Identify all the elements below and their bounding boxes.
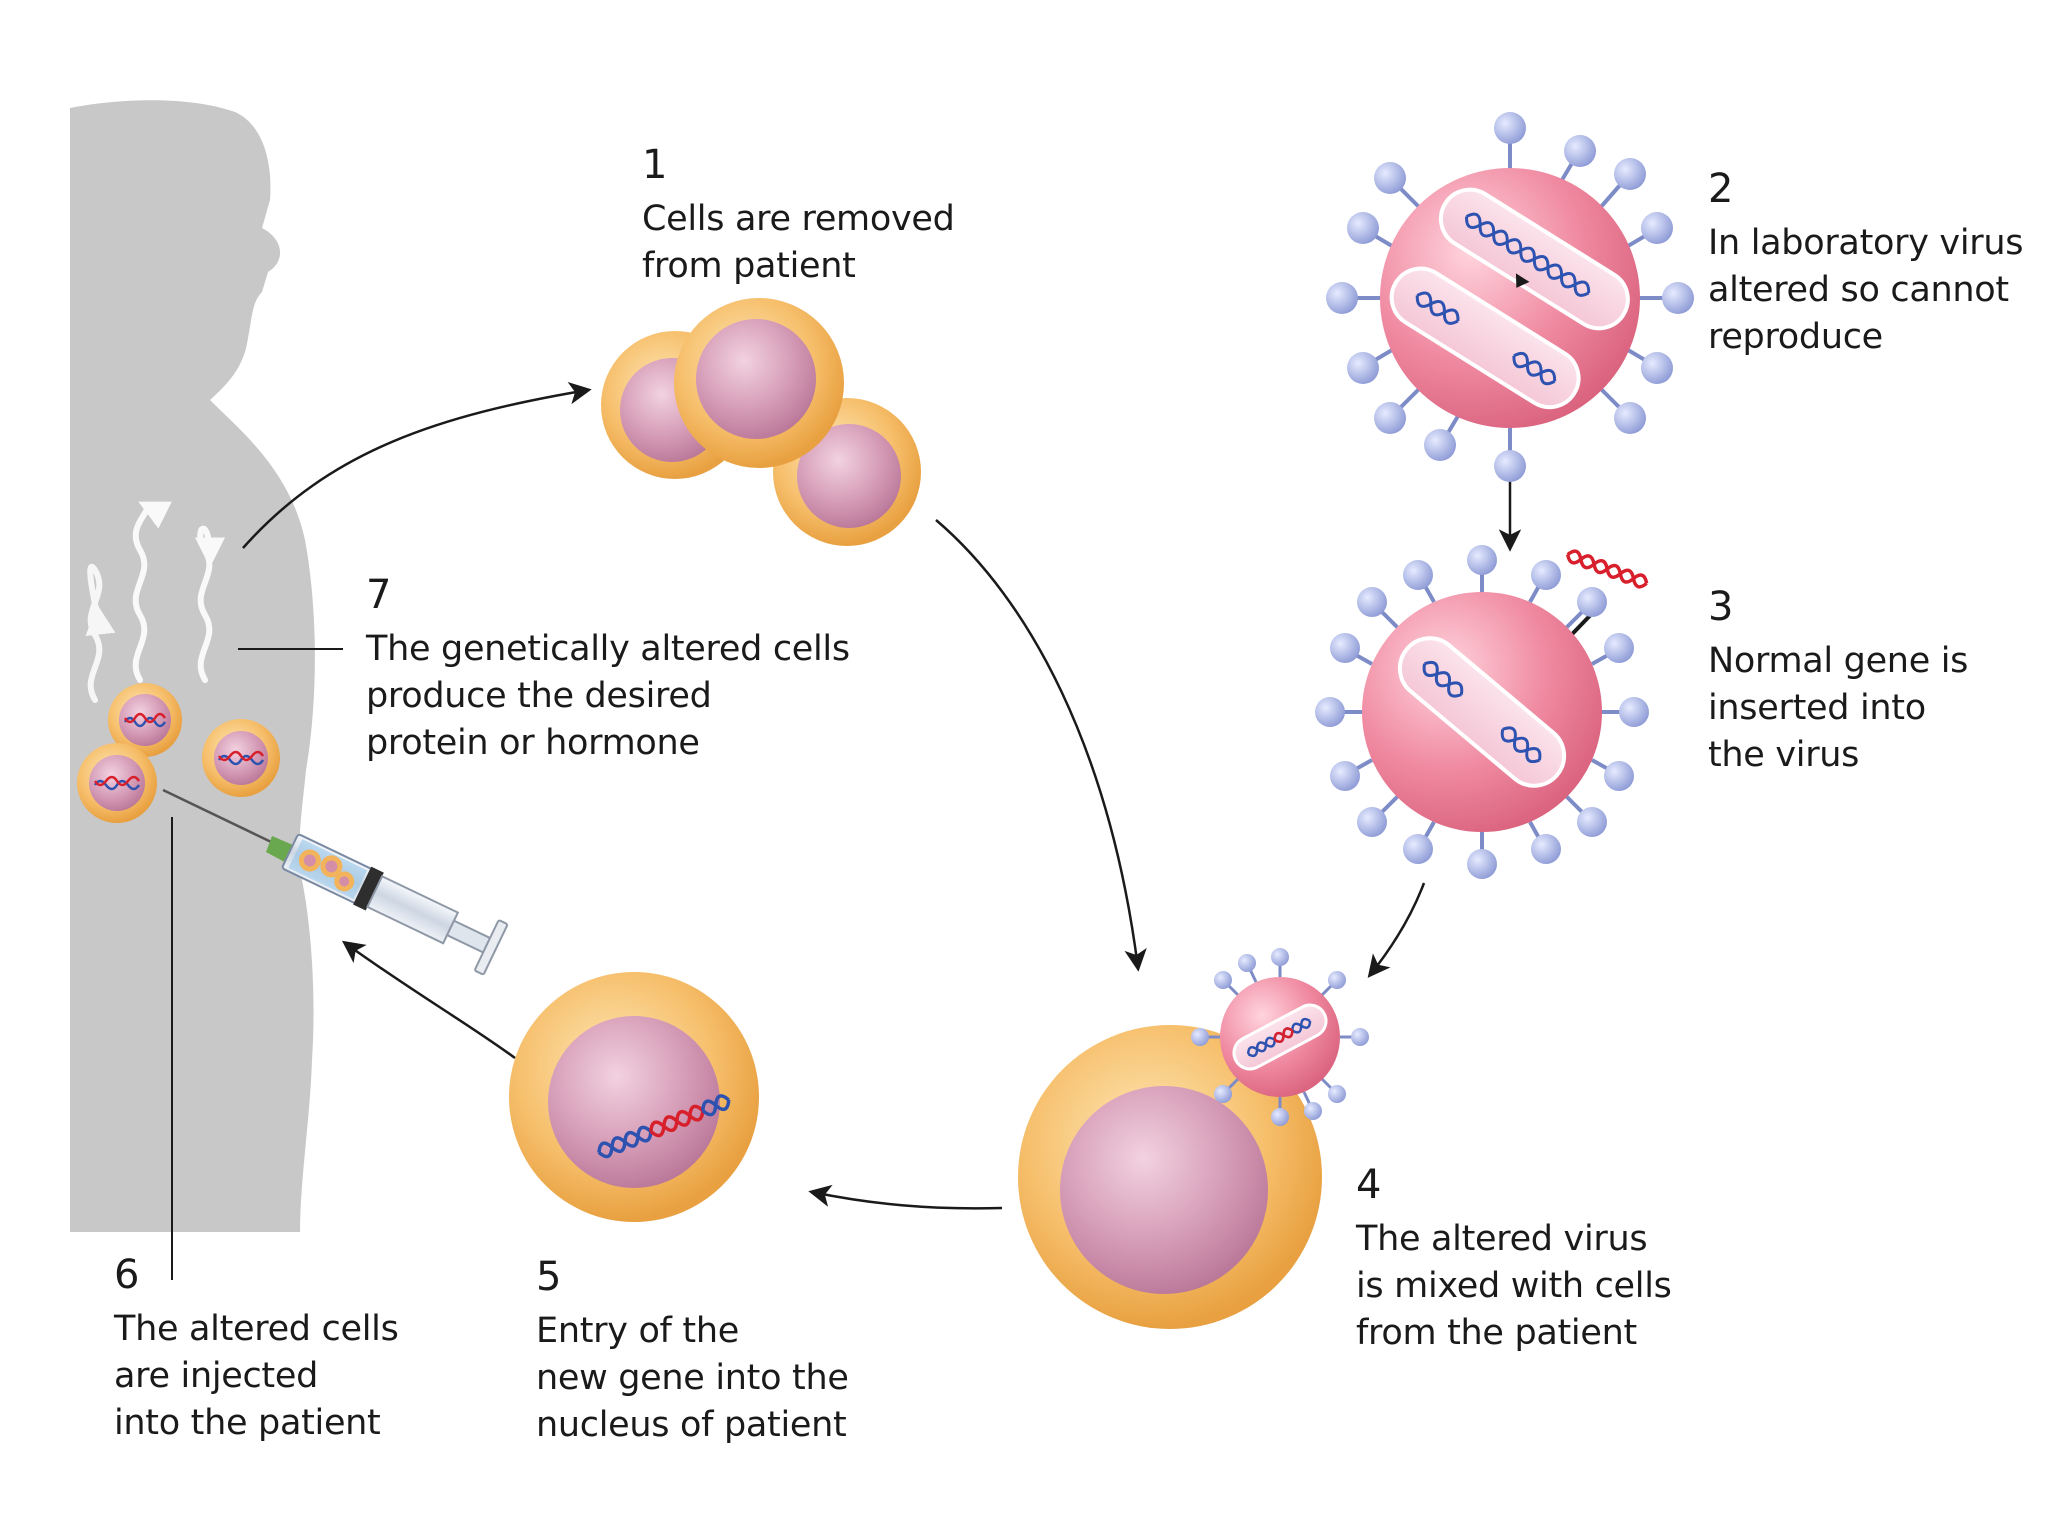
step-text-line: In laboratory virus <box>1708 223 2024 263</box>
step-text-line: into the patient <box>114 1403 381 1443</box>
step-3-label: 3 Normal gene is inserted into the virus <box>1708 582 1968 779</box>
step-number: 7 <box>366 572 392 618</box>
step-text-line: from the patient <box>1356 1313 1637 1353</box>
body-cell <box>108 683 182 757</box>
step-number: 6 <box>114 1252 140 1298</box>
arrow-3-to-4 <box>1367 882 1426 978</box>
step-5-label: 5 Entry of the new gene into the nucleus… <box>536 1252 849 1449</box>
normal-gene-icon <box>1565 549 1649 589</box>
step-number: 4 <box>1356 1162 1382 1208</box>
arrow-5-to-6 <box>341 940 516 1060</box>
body-cell <box>77 743 157 823</box>
step-text-line: from patient <box>642 246 856 286</box>
step-number: 3 <box>1708 584 1734 630</box>
body-cell <box>202 719 280 797</box>
step-text-line: The altered cells <box>114 1309 399 1349</box>
step-text-line: new gene into the <box>536 1358 849 1398</box>
cell-with-virus <box>1018 948 1369 1329</box>
step-7-label: 7 The genetically altered cells produce … <box>366 570 850 767</box>
altered-cells-in-body <box>77 683 280 823</box>
removed-cells <box>601 298 921 546</box>
arrow-4-to-5 <box>808 1184 1003 1210</box>
protein-emission-arrows <box>85 501 225 703</box>
step-6-label: 6 The altered cells are injected into th… <box>114 1250 399 1447</box>
syringe-icon <box>162 788 509 976</box>
step-text-line: produce the desired <box>366 676 712 716</box>
step-number: 5 <box>536 1254 562 1300</box>
step-text-line: The altered virus <box>1356 1219 1648 1259</box>
step-text-line: is mixed with cells <box>1356 1266 1672 1306</box>
arrow-1-to-4 <box>935 519 1147 972</box>
step-text-line: are injected <box>114 1356 319 1396</box>
virus-with-gene <box>1315 545 1649 879</box>
step-2-label: 2 In laboratory virus altered so cannot … <box>1708 164 2023 361</box>
step-text-line: nucleus of patient <box>536 1405 847 1445</box>
removed-cell <box>674 298 844 468</box>
step-1-label: 1 Cells are removed from patient <box>642 140 955 290</box>
step-text-line: Entry of the <box>536 1311 739 1351</box>
step-text-line: altered so cannot <box>1708 270 2009 310</box>
step-text-line: the virus <box>1708 735 1860 775</box>
step-4-label: 4 The altered virus is mixed with cells … <box>1356 1160 1672 1357</box>
virus-altered <box>1326 112 1694 482</box>
step-text-line: The genetically altered cells <box>366 629 850 669</box>
patient-silhouette <box>70 100 315 1233</box>
step-text-line: reproduce <box>1708 317 1883 357</box>
step-number: 2 <box>1708 166 1734 212</box>
arrow-7-to-1 <box>242 382 592 549</box>
step-text-line: Normal gene is <box>1708 641 1969 681</box>
step-number: 1 <box>642 142 668 188</box>
cell-with-new-gene <box>509 972 759 1222</box>
step-text-line: Cells are removed <box>642 199 955 239</box>
step-text-line: inserted into <box>1708 688 1926 728</box>
step-text-line: protein or hormone <box>366 723 700 763</box>
